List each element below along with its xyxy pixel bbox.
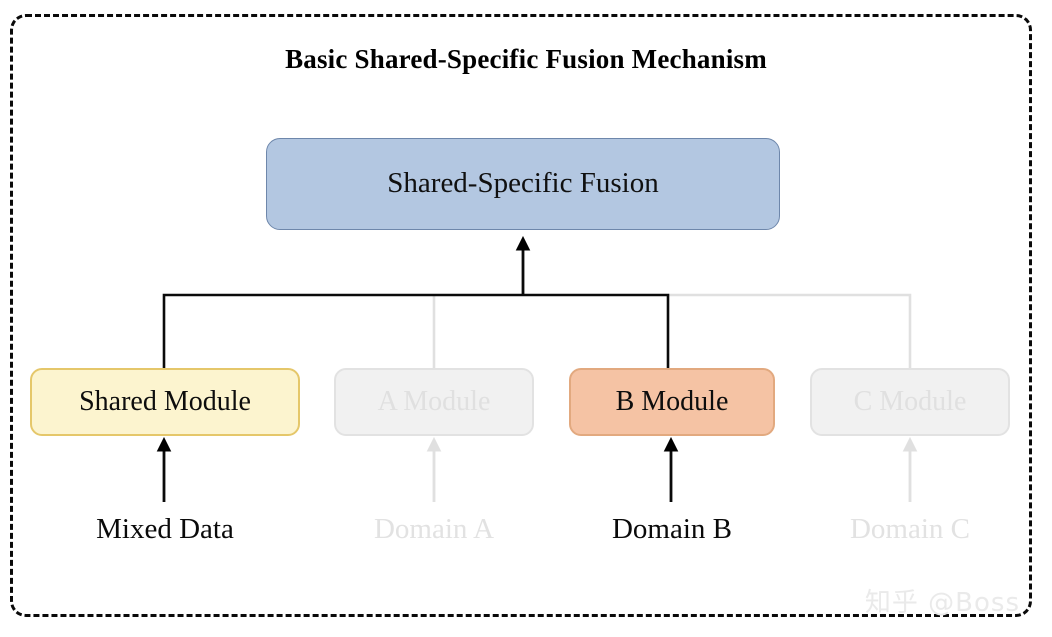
diagram-dashed-frame (10, 14, 1032, 617)
node-shared-specific-fusion[interactable]: Shared-Specific Fusion (266, 138, 780, 230)
node-c-module[interactable]: C Module (810, 368, 1010, 436)
watermark: 知乎 @Boss (864, 588, 1020, 618)
input-label-domain-b: Domain B (611, 513, 733, 545)
node-shared-module[interactable]: Shared Module (30, 368, 300, 436)
input-label-mixed-data: Mixed Data (96, 513, 234, 545)
input-label-domain-a: Domain A (373, 513, 495, 545)
node-a-module[interactable]: A Module (334, 368, 534, 436)
page-title: Basic Shared-Specific Fusion Mechanism (285, 44, 767, 74)
input-label-domain-c: Domain C (849, 513, 971, 545)
node-b-module[interactable]: B Module (569, 368, 775, 436)
